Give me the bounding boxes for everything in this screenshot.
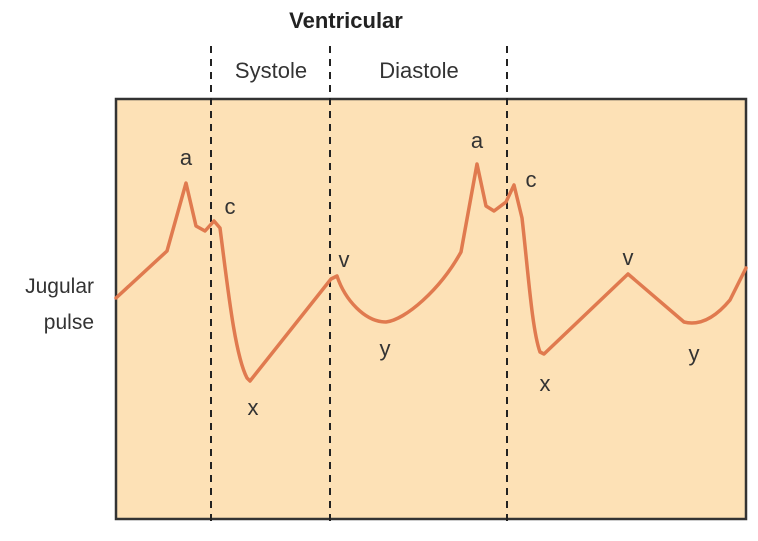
y-axis-label-line1: Jugular [25,275,94,298]
wave-label-c1: c [225,194,236,219]
wave-label-v1: v [339,247,350,272]
jugular-pulse-waveform [114,162,748,383]
diastole-label: Diastole [379,58,458,83]
wave-label-c2: c [526,167,537,192]
pulse-panel [114,97,748,521]
wave-label-y1: y [380,336,391,361]
wave-label-a1: a [180,145,193,170]
wave-label-y2: y [689,341,700,366]
wave-label-x2: x [540,371,551,396]
wave-label-v2: v [623,245,634,270]
wave-label-a2: a [471,128,484,153]
systole-label: Systole [235,58,307,83]
wave-label-x1: x [248,395,259,420]
diagram-title: Ventricular [289,8,403,33]
y-axis-label-line2: pulse [44,311,94,334]
